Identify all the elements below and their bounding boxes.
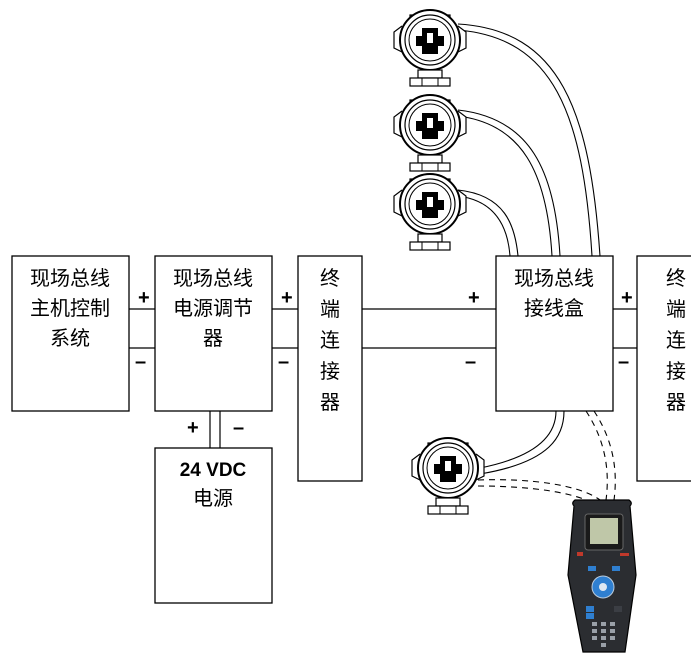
svg-text:现场总线: 现场总线 — [30, 266, 110, 290]
svg-text:电源: 电源 — [193, 486, 233, 510]
device-cables — [457, 23, 601, 475]
svg-text:端: 端 — [320, 297, 340, 321]
plus-sign: + — [138, 287, 150, 309]
svg-text:连: 连 — [666, 328, 686, 352]
svg-text:接: 接 — [320, 359, 340, 383]
svg-text:端: 端 — [666, 297, 686, 321]
host-system-box — [11, 255, 130, 412]
terminator-right-box — [636, 255, 691, 482]
handheld-communicator-icon — [567, 499, 637, 653]
svg-text:系统: 系统 — [50, 326, 90, 350]
terminator-left-box — [297, 255, 363, 482]
plus-sign: + — [621, 287, 633, 309]
plus-sign: + — [468, 287, 480, 309]
svg-text:终: 终 — [320, 266, 340, 290]
svg-text:接: 接 — [666, 359, 686, 383]
minus-sign: – — [135, 351, 146, 373]
terminator-left-label: 终 端 连 接 器 — [320, 266, 340, 414]
svg-text:电源调节: 电源调节 — [173, 296, 253, 320]
bus-wires — [129, 308, 637, 448]
polarity-signs: + – + – + – + – + – — [135, 287, 633, 439]
host-system-label: 现场总线 主机控制 系统 — [30, 266, 110, 350]
svg-text:接线盒: 接线盒 — [524, 296, 584, 320]
power-supply-label: 24 VDC 电源 — [180, 460, 247, 510]
communicator-dashed-leads — [477, 410, 616, 506]
svg-text:主机控制: 主机控制 — [30, 296, 110, 320]
terminator-right-label: 终 端 连 接 器 — [666, 266, 686, 414]
plus-sign: + — [187, 417, 199, 439]
pressure-transmitter-icon — [393, 173, 467, 251]
junction-box-label: 现场总线 接线盒 — [514, 266, 594, 320]
minus-sign: – — [618, 351, 629, 373]
minus-sign: – — [465, 351, 476, 373]
svg-text:现场总线: 现场总线 — [173, 266, 253, 290]
power-conditioner-label: 现场总线 电源调节 器 — [173, 266, 253, 350]
svg-text:24 VDC: 24 VDC — [180, 460, 247, 481]
pressure-transmitter-icon — [393, 9, 467, 87]
junction-box — [495, 255, 614, 412]
minus-sign: – — [278, 351, 289, 373]
svg-text:终: 终 — [666, 266, 686, 290]
power-conditioner-box — [154, 255, 273, 412]
pressure-transmitter-icon — [411, 437, 485, 515]
svg-text:器: 器 — [320, 390, 340, 414]
svg-text:器: 器 — [203, 326, 223, 350]
svg-text:现场总线: 现场总线 — [514, 266, 594, 290]
svg-text:器: 器 — [666, 390, 686, 414]
power-supply-box — [154, 447, 273, 604]
pressure-transmitter-icon — [393, 94, 467, 172]
plus-sign: + — [281, 287, 293, 309]
svg-text:连: 连 — [320, 328, 340, 352]
minus-sign: – — [233, 417, 244, 439]
